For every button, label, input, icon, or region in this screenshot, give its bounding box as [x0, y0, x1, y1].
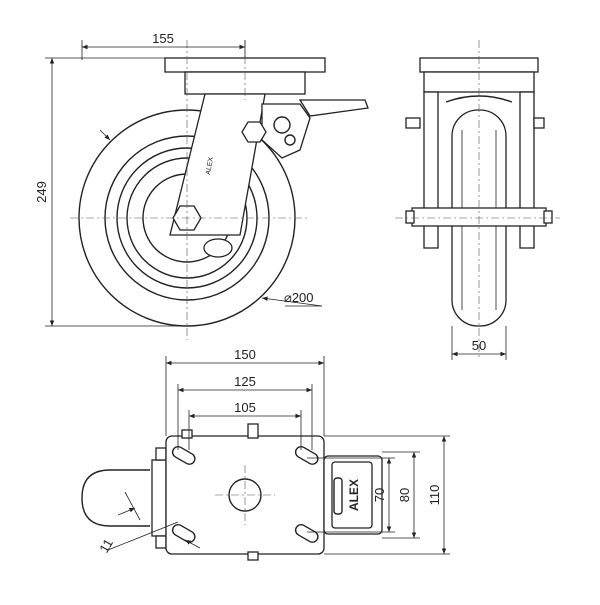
top-wheel-outline: [81, 469, 150, 527]
brake-pivot: [273, 116, 291, 134]
stud-bottom-center: [247, 551, 259, 561]
dim-11-arrow-a: [117, 507, 136, 516]
brake-pin: [284, 134, 296, 146]
side-view: ALEX 155 249 ⌀200: [34, 31, 369, 340]
brake-nut: [241, 121, 267, 143]
top-fork: [151, 459, 167, 537]
brake-bolt-right: [533, 117, 545, 129]
dim-11-label: 11: [96, 536, 116, 555]
dim-155-label: 155: [152, 31, 174, 46]
slot-bottom-right: [294, 523, 319, 543]
dim-11-ext: [124, 491, 141, 521]
brake-bolt-left: [405, 117, 421, 129]
center-hole: [228, 478, 262, 512]
dim-150-label: 150: [234, 347, 256, 362]
rotation-arrow: [99, 129, 111, 141]
fork-marking: ALEX: [205, 156, 215, 175]
slot-top-right: [294, 445, 319, 465]
stud-top-left: [181, 429, 193, 439]
top-fork-cap-top: [155, 447, 167, 461]
front-top-arc: [445, 95, 513, 103]
slot-bottom-left: [171, 523, 196, 543]
brake-housing: [261, 103, 311, 159]
dim-249-label: 249: [34, 181, 49, 203]
dim-diameter-label: ⌀200: [284, 290, 314, 305]
dim-11-leader: [107, 521, 179, 551]
axle-nut-left: [405, 210, 415, 224]
axle-nut-right: [543, 210, 553, 224]
top-fork-cap-bottom: [155, 535, 167, 549]
brake-pedal-grip: [333, 477, 343, 515]
brake-pedal: [298, 99, 369, 117]
brake-pad: [203, 238, 233, 258]
top-view: ALEX 150 125 105 70 80 110: [81, 347, 450, 561]
dim-110-label: 110: [427, 485, 442, 506]
dim-70-label: 70: [372, 488, 387, 502]
slot-top-left: [171, 445, 196, 465]
dim-diameter-leader: [261, 296, 323, 307]
dim-50-label: 50: [472, 338, 486, 353]
front-view: 50: [395, 40, 560, 360]
dim-125-label: 125: [234, 374, 256, 389]
dim-11-arrow-b: [184, 539, 201, 549]
brake-pedal-logo: ALEX: [347, 479, 361, 511]
dim-80-label: 80: [397, 488, 412, 502]
dim-105-label: 105: [234, 400, 256, 415]
stud-top-center: [247, 423, 259, 439]
